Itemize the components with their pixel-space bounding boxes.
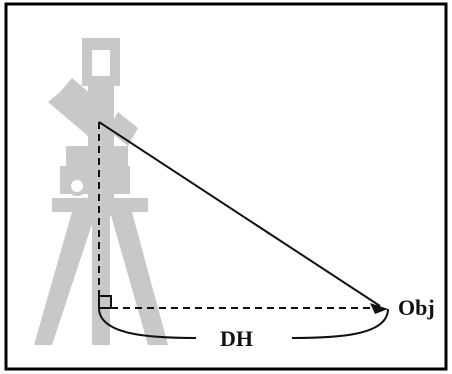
instrument-handle-slot	[92, 50, 110, 76]
dh-label: DH	[220, 326, 253, 351]
diagram-border	[4, 2, 448, 371]
object-label: Obj	[398, 295, 435, 320]
total-station-icon	[34, 38, 168, 345]
right-angle-marker	[98, 295, 112, 309]
dh-arc-right	[291, 308, 389, 339]
dh-arc	[98, 307, 197, 339]
instrument-knob	[67, 176, 87, 196]
object-arrowhead	[370, 303, 388, 314]
slope-line	[98, 121, 381, 307]
